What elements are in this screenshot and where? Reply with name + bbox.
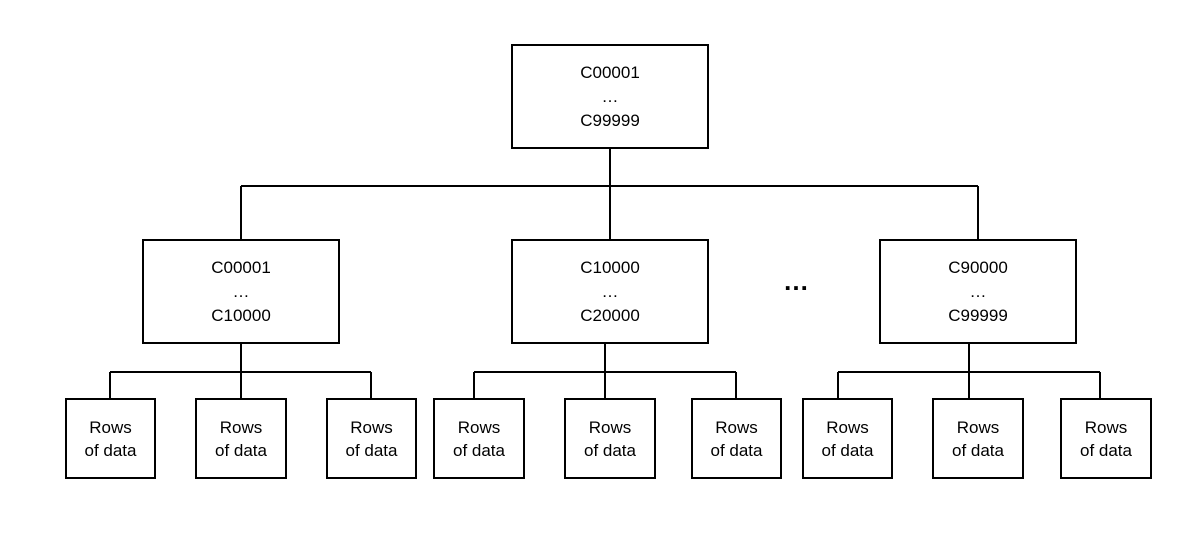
leaf-node-1-3: Rows of data <box>326 398 417 479</box>
leaf-node-1-1: Rows of data <box>65 398 156 479</box>
branch-3-range-ellipsis: … <box>969 281 987 301</box>
leaf-label-line2: of data <box>1080 440 1132 460</box>
leaf-label-line2: of data <box>345 440 398 460</box>
leaf-node-3-2: Rows of data <box>932 398 1024 479</box>
leaf-label-line1: Rows <box>826 417 869 437</box>
leaf-label-line1: Rows <box>219 417 263 437</box>
branch-2-range-ellipsis: … <box>601 281 619 301</box>
leaf-node-1-2: Rows of data <box>195 398 287 479</box>
leaf-label-line1: Rows <box>715 417 758 437</box>
leaf-node-3-1: Rows of data <box>802 398 893 479</box>
leaf-label-line1: Rows <box>956 417 1000 437</box>
omitted-branches-ellipsis: … <box>783 266 809 296</box>
leaf-node-2-3: Rows of data <box>691 398 782 479</box>
branch-node-2: C10000 … C20000 <box>511 239 709 344</box>
root-range-ellipsis: … <box>601 86 619 106</box>
leaf-label-line1: Rows <box>350 417 393 437</box>
leaf-node-3-3: Rows of data <box>1060 398 1152 479</box>
leaf-node-2-1: Rows of data <box>433 398 525 479</box>
root-range-end: C99999 <box>580 110 640 130</box>
branch-3-range-end: C99999 <box>948 305 1008 325</box>
leaf-label-line1: Rows <box>1084 417 1128 437</box>
leaf-label-line2: of data <box>584 440 636 460</box>
leaf-label-line1: Rows <box>457 417 501 437</box>
branch-2-range-end: C20000 <box>580 305 640 325</box>
branch-1-range-start: C00001 <box>211 257 271 277</box>
branch-node-3: C90000 … C99999 <box>879 239 1077 344</box>
leaf-label-line1: Rows <box>89 417 132 437</box>
leaf-label-line1: Rows <box>588 417 632 437</box>
branch-2-range-start: C10000 <box>580 257 640 277</box>
branch-node-1: C00001 … C10000 <box>142 239 340 344</box>
root-range-start: C00001 <box>580 62 640 82</box>
leaf-label-line2: of data <box>215 440 267 460</box>
leaf-label-line2: of data <box>710 440 763 460</box>
root-node: C00001 … C99999 <box>511 44 709 149</box>
leaf-label-line2: of data <box>821 440 874 460</box>
leaf-label-line2: of data <box>952 440 1004 460</box>
leaf-label-line2: of data <box>453 440 505 460</box>
branch-1-range-ellipsis: … <box>232 281 250 301</box>
branch-3-range-start: C90000 <box>948 257 1008 277</box>
branch-1-range-end: C10000 <box>211 305 271 325</box>
leaf-label-line2: of data <box>84 440 137 460</box>
leaf-node-2-2: Rows of data <box>564 398 656 479</box>
